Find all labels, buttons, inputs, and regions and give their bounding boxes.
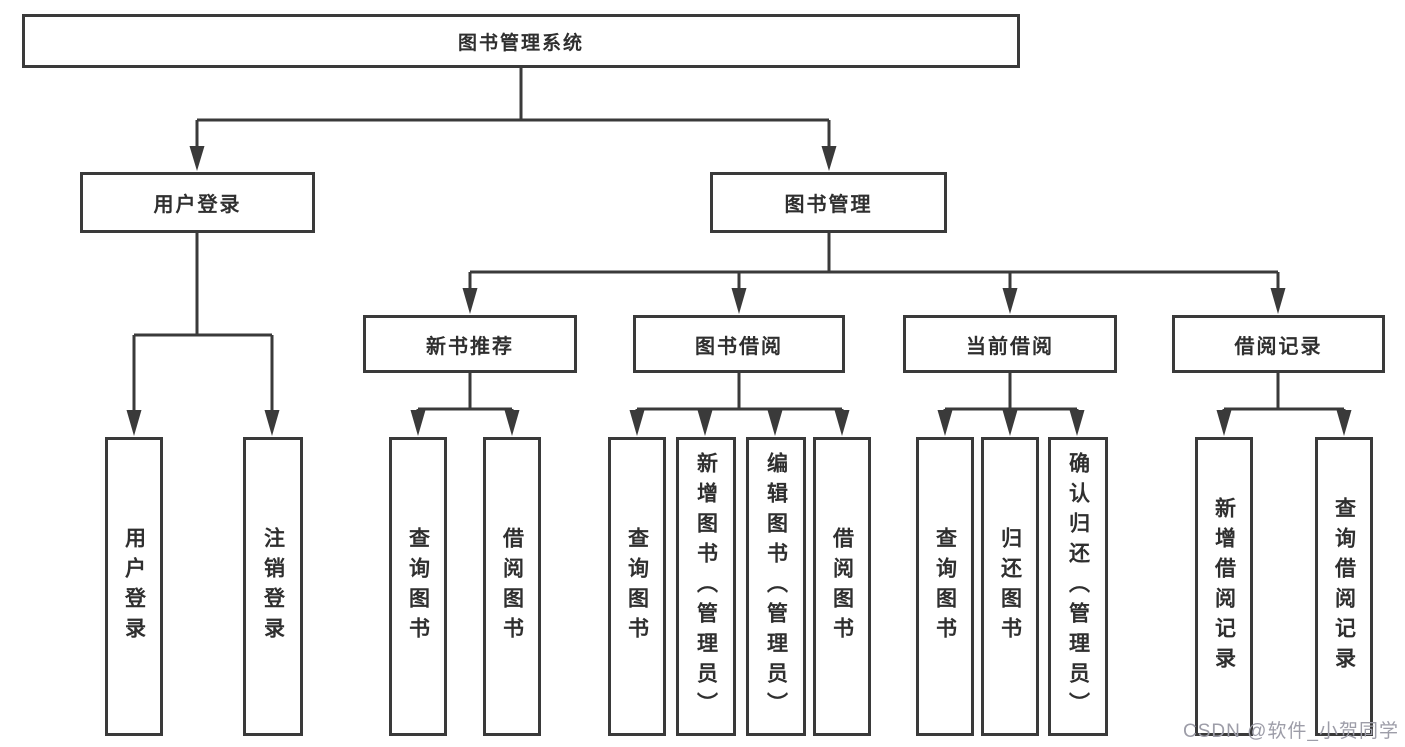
node-label: 新书推荐 bbox=[426, 335, 514, 358]
leaf-label: 借阅图书 bbox=[830, 526, 854, 647]
leaf-borrow-books-rec: 借阅图书 bbox=[483, 437, 541, 736]
csdn-watermark: CSDN @软件_小贺同学 bbox=[1183, 721, 1399, 742]
leaf-add-books-admin: 新增图书（管理员） bbox=[676, 437, 736, 736]
leaf-confirm-return-admin: 确认归还（管理员） bbox=[1048, 437, 1108, 736]
arrowhead bbox=[126, 410, 142, 436]
node-label: 用户登录 bbox=[153, 194, 242, 216]
arrowhead bbox=[767, 410, 783, 436]
connector-bookmgmt-to-level3 bbox=[468, 233, 1280, 290]
node-user-login: 用户登录 bbox=[80, 172, 315, 233]
leaf-label: 归还图书 bbox=[998, 526, 1022, 647]
connector-currentborrow-to-leaves bbox=[943, 373, 1079, 412]
arrowhead bbox=[462, 288, 478, 314]
connector-newbookrec-to-leaves bbox=[416, 373, 514, 412]
leaf-label: 查询图书 bbox=[406, 526, 430, 647]
leaf-label: 查询图书 bbox=[625, 526, 649, 647]
arrowhead bbox=[834, 410, 850, 436]
arrowhead bbox=[1216, 410, 1232, 436]
arrowhead bbox=[731, 288, 747, 314]
node-label: 图书管理系统 bbox=[457, 32, 584, 54]
arrowhead bbox=[1336, 410, 1352, 436]
leaf-label: 确认归还（管理员） bbox=[1066, 451, 1090, 722]
node-book-borrowing: 图书借阅 bbox=[633, 315, 845, 373]
arrowhead bbox=[504, 410, 520, 436]
leaf-label: 查询图书 bbox=[933, 526, 957, 647]
arrowhead bbox=[410, 410, 426, 436]
leaf-query-books-current: 查询图书 bbox=[916, 437, 974, 736]
leaf-return-books: 归还图书 bbox=[981, 437, 1039, 736]
node-label: 当前借阅 bbox=[966, 335, 1054, 358]
node-library-management-system: 图书管理系统 bbox=[22, 14, 1020, 68]
arrowhead bbox=[189, 146, 205, 171]
arrowhead bbox=[937, 410, 953, 436]
leaf-label: 用户登录 bbox=[122, 526, 146, 647]
connector-borrowrecord-to-leaves bbox=[1222, 373, 1346, 412]
node-book-management: 图书管理 bbox=[710, 172, 947, 233]
arrowhead bbox=[697, 410, 713, 436]
node-label: 借阅记录 bbox=[1234, 335, 1323, 358]
node-new-book-recommendation: 新书推荐 bbox=[363, 315, 577, 373]
leaf-label: 编辑图书（管理员） bbox=[764, 451, 788, 722]
leaf-label: 新增图书（管理员） bbox=[694, 451, 718, 722]
leaf-query-borrow-record: 查询借阅记录 bbox=[1315, 437, 1373, 736]
arrowhead bbox=[1270, 288, 1286, 314]
leaf-label: 借阅图书 bbox=[500, 526, 524, 647]
arrowhead bbox=[629, 410, 645, 436]
arrowhead bbox=[1002, 288, 1018, 314]
connector-bookborrow-to-leaves bbox=[635, 373, 844, 412]
leaf-label: 查询借阅记录 bbox=[1332, 496, 1356, 677]
node-current-borrowing: 当前借阅 bbox=[903, 315, 1117, 373]
leaf-query-books-borrow: 查询图书 bbox=[608, 437, 666, 736]
arrowhead bbox=[1002, 410, 1018, 436]
arrowhead bbox=[1069, 410, 1085, 436]
leaf-edit-books-admin: 编辑图书（管理员） bbox=[746, 437, 806, 736]
node-borrowing-records: 借阅记录 bbox=[1172, 315, 1385, 373]
leaf-label: 新增借阅记录 bbox=[1212, 496, 1236, 677]
leaf-user-login: 用户登录 bbox=[105, 437, 163, 736]
leaf-add-borrow-record: 新增借阅记录 bbox=[1195, 437, 1253, 736]
leaf-label: 注销登录 bbox=[261, 526, 285, 647]
connector-root-to-level2 bbox=[195, 68, 831, 148]
arrowhead bbox=[264, 410, 280, 436]
node-label: 图书借阅 bbox=[695, 335, 783, 358]
arrowhead bbox=[821, 146, 837, 171]
node-label: 图书管理 bbox=[784, 194, 873, 216]
leaf-logout: 注销登录 bbox=[243, 437, 303, 736]
leaf-query-books-rec: 查询图书 bbox=[389, 437, 447, 736]
leaf-borrow-books: 借阅图书 bbox=[813, 437, 871, 736]
connector-userlogin-to-leaves bbox=[132, 233, 274, 412]
